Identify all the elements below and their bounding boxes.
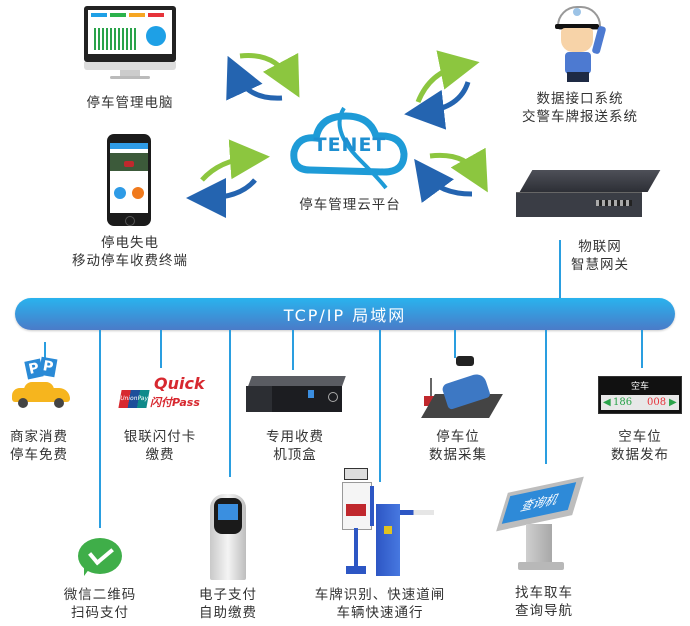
node-settop: 专用收费 机顶盒 [240, 372, 350, 468]
cloud-logo-text: TENET [313, 134, 387, 156]
settop-label-2: 机顶盒 [273, 447, 317, 463]
mobile-label-1: 停电失电 [101, 235, 159, 251]
node-space-collect: 停车位 数据采集 [408, 356, 518, 468]
space-collect-label-2: 数据采集 [429, 447, 487, 463]
payment-kiosk-icon [210, 494, 246, 580]
smartphone-icon [107, 134, 151, 226]
node-gateway: 物联网 智慧网关 [510, 166, 661, 276]
wechat-pay-icon [78, 538, 122, 576]
led-sign-right-count: 008 [647, 397, 667, 408]
space-publish-label-1: 空车位 [618, 429, 662, 445]
query-label-1: 找车取车 [515, 585, 573, 601]
connector-query [545, 330, 547, 464]
connector-settop [292, 330, 294, 370]
unionpay-quickpass-icon: UnionPay Quick 闪付Pass [118, 374, 205, 409]
police-label-2: 交警车牌报送系统 [522, 109, 638, 125]
lpr-camera-barrier-icon [340, 466, 440, 582]
node-merchant: P P 商家消费 停车免费 [0, 356, 84, 468]
connector-space-collect [454, 330, 456, 358]
node-mobile: 停电失电 移动停车收费终端 [60, 134, 200, 274]
wechat-label-2: 扫码支付 [71, 605, 129, 621]
arrow-blue [404, 81, 471, 130]
connector-kiosk [229, 330, 231, 477]
barrier-label-2: 车辆快速通行 [336, 605, 424, 621]
traffic-police-icon [547, 4, 611, 82]
merchant-label-1: 商家消费 [10, 429, 68, 445]
space-publish-label-2: 数据发布 [611, 447, 669, 463]
bus-label: TCP/IP 局域网 [283, 306, 407, 325]
arrow-blue [414, 158, 473, 203]
connector-merchant [44, 342, 46, 360]
arrow-green [200, 139, 270, 182]
node-police: 数据接口系统 交警车牌报送系统 [505, 4, 655, 126]
parking-sensor-van-icon [418, 356, 508, 422]
tcpip-lan-bus: TCP/IP 局域网 [15, 298, 675, 330]
barrier-label-1: 车牌识别、快速道闸 [314, 587, 446, 603]
monitor-icon [84, 6, 176, 62]
kiosk-label-2: 自助缴费 [199, 605, 257, 621]
gateway-connector [559, 240, 561, 300]
unionpay-label-1: 银联闪付卡 [123, 429, 197, 445]
cloud-label: 停车管理云平台 [299, 197, 401, 213]
connector-space-publish [641, 330, 643, 368]
pc-label: 停车管理电脑 [86, 95, 174, 111]
led-sign-icon: 空车 ◀ 186 008 ▶ [598, 376, 682, 414]
unionpay-label-2: 缴费 [145, 447, 175, 463]
connector-unionpay [160, 330, 162, 368]
node-query: 查询机 找车取车 查询导航 [496, 476, 592, 624]
space-collect-label-1: 停车位 [436, 429, 480, 445]
arrow-blue [186, 177, 257, 218]
arrow-green [239, 52, 300, 98]
arrow-green [415, 50, 480, 103]
node-unionpay: UnionPay Quick 闪付Pass 银联闪付卡 缴费 [108, 368, 212, 468]
arrow-green [429, 147, 488, 193]
query-terminal-icon: 查询机 [496, 476, 590, 578]
settop-label-1: 专用收费 [266, 429, 324, 445]
police-label-1: 数据接口系统 [536, 91, 624, 107]
node-pc: 停车管理电脑 [80, 4, 180, 111]
node-kiosk: 电子支付 自助缴费 [180, 494, 280, 624]
node-wechat: 微信二维码 扫码支付 [50, 534, 150, 624]
sync-arrows [186, 50, 488, 218]
led-sign-title: 空车 [630, 382, 649, 392]
mobile-label-2: 移动停车收费终端 [72, 253, 188, 269]
parking-car-icon: P P [8, 356, 72, 414]
merchant-label-2: 停车免费 [10, 447, 68, 463]
node-space-publish: 空车 ◀ 186 008 ▶ 空车位 数据发布 [596, 376, 686, 468]
cloud-platform: TENET 停车管理云平台 [290, 100, 410, 220]
gateway-label-2: 智慧网关 [571, 257, 629, 273]
node-barrier: 车牌识别、快速道闸 车辆快速通行 [300, 466, 460, 624]
set-top-box-icon [246, 376, 346, 416]
arrow-blue [226, 55, 283, 101]
kiosk-label-1: 电子支付 [199, 587, 257, 603]
gateway-server-icon [516, 170, 661, 226]
wechat-label-1: 微信二维码 [63, 587, 137, 603]
cloud-icon [290, 106, 408, 190]
connector-wechat [99, 330, 101, 528]
gateway-label-1: 物联网 [578, 239, 622, 255]
connector-barrier [379, 330, 381, 482]
query-label-2: 查询导航 [515, 603, 573, 619]
led-sign-left-count: 186 [613, 397, 633, 408]
